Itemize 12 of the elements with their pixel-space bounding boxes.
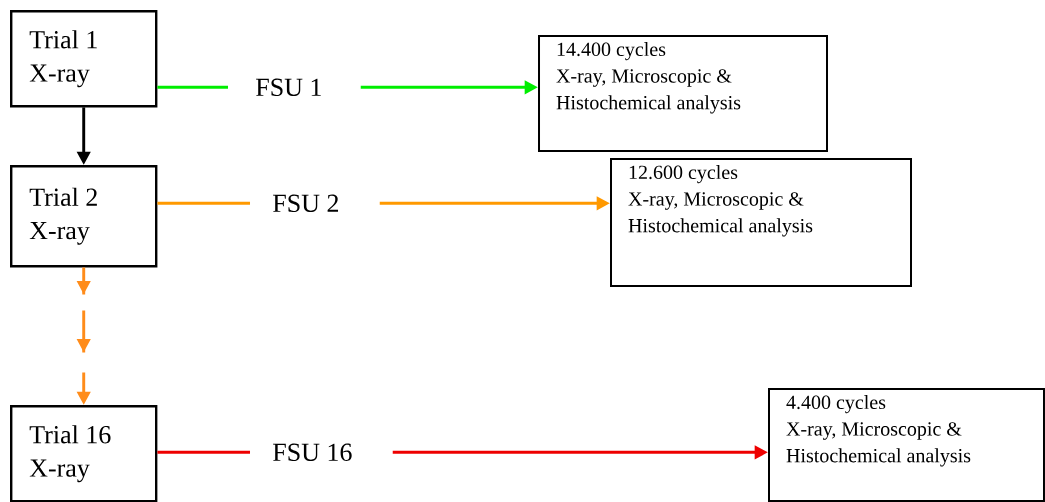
result-box: 4.400 cycles X-ray, Microscopic & Histochemical analysis [768, 388, 1045, 502]
trial-box: Trial 2 X-ray [10, 165, 158, 268]
result-box: 12.600 cycles X-ray, Microscopic & Histochemical analysis [610, 158, 912, 287]
stage-label: FSU 2 [273, 194, 338, 213]
stage-label: FSU 16 [273, 443, 352, 462]
connector-line [157, 201, 250, 205]
connector-line [157, 85, 228, 89]
result-box: 14.400 cycles X-ray, Microscopic & Histochemical analysis [538, 35, 828, 152]
connector-line [157, 450, 250, 454]
trial-box: Trial 1 X-ray [10, 10, 158, 108]
stage-label: FSU 1 [256, 78, 321, 97]
trial-box: Trial 16 X-ray [10, 405, 158, 502]
